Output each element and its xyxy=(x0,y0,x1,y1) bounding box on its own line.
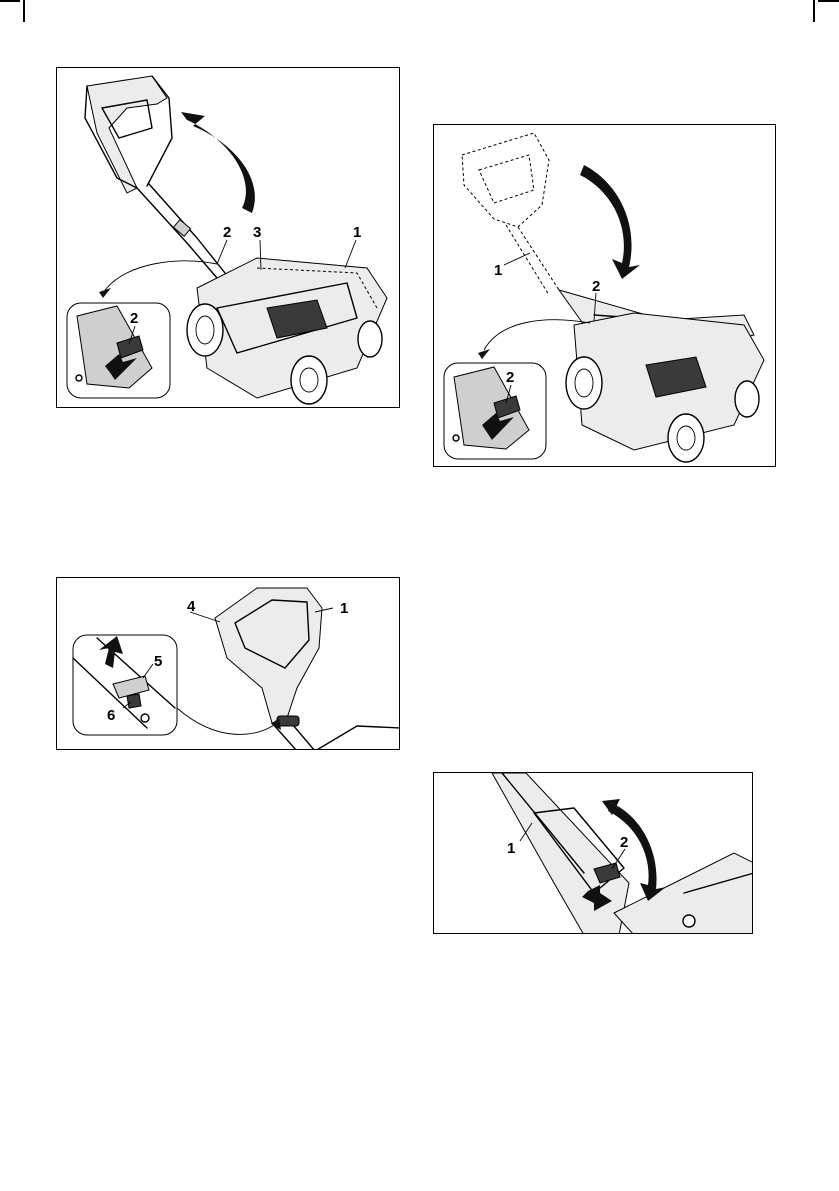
callout-label: 2 xyxy=(592,278,600,295)
mower-illustration: 2 3 1 2 xyxy=(57,68,400,408)
figure-handlebar-fold: 1 2 2 xyxy=(433,124,776,467)
callout-label: 6 xyxy=(107,707,115,724)
callout-label: 2 xyxy=(130,310,138,327)
mower-illustration: 1 2 2 xyxy=(434,125,776,467)
crop-mark-top-left xyxy=(0,0,20,2)
callout-label: 1 xyxy=(494,262,502,279)
callout-label: 2 xyxy=(506,369,514,386)
callout-label: 1 xyxy=(340,600,348,617)
figure-handlebar-lever: 1 2 xyxy=(433,772,753,934)
crop-mark-top-left-v xyxy=(23,0,25,22)
figure-handlebar-unfold: 2 3 1 2 xyxy=(56,67,400,408)
callout-label: 4 xyxy=(187,598,196,615)
figure-handlebar-clamp: 4 1 5 6 xyxy=(56,577,400,750)
callout-label: 5 xyxy=(154,653,162,670)
handlebar-illustration: 4 1 5 6 xyxy=(57,578,400,750)
callout-label: 3 xyxy=(253,224,261,241)
callout-label: 2 xyxy=(223,224,231,241)
crop-mark-top-right-h xyxy=(818,0,839,2)
callout-label: 1 xyxy=(507,840,515,857)
crop-mark-top-right xyxy=(813,0,815,22)
callout-label: 1 xyxy=(353,224,361,241)
lever-illustration: 1 2 xyxy=(434,773,753,934)
callout-label: 2 xyxy=(620,834,628,851)
